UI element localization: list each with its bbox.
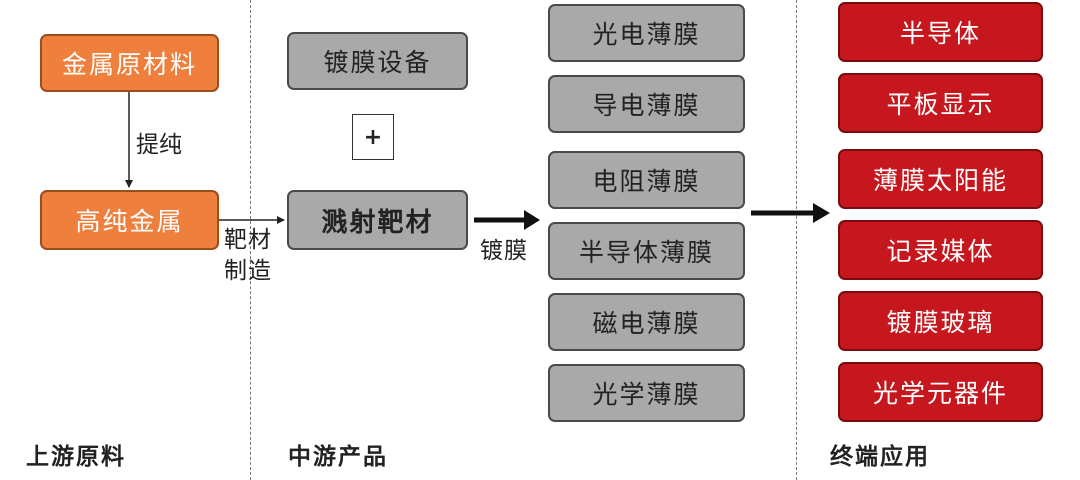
upstream-section-title: 上游原料 bbox=[26, 444, 126, 470]
sputtering-target-box: 溅射靶材 bbox=[287, 190, 468, 250]
purify-label: 提纯 bbox=[136, 132, 182, 158]
app-flat-panel-display: 平板显示 bbox=[838, 73, 1043, 133]
application-arrow-head bbox=[813, 203, 830, 223]
film-photoelectric: 光电薄膜 bbox=[548, 4, 745, 62]
app-optical-components: 光学元器件 bbox=[838, 362, 1043, 422]
film-semiconductor: 半导体薄膜 bbox=[548, 222, 745, 280]
film-magnetoelectric: 磁电薄膜 bbox=[548, 293, 745, 351]
film-conductive: 导电薄膜 bbox=[548, 75, 745, 133]
applications-section-title: 终端应用 bbox=[830, 444, 930, 470]
target-making-label-2: 制造 bbox=[224, 258, 272, 284]
app-thin-film-solar: 薄膜太阳能 bbox=[838, 149, 1043, 209]
app-coated-glass: 镀膜玻璃 bbox=[838, 291, 1043, 351]
midstream-section-title: 中游产品 bbox=[288, 444, 388, 470]
app-recording-media: 记录媒体 bbox=[838, 220, 1043, 280]
coating-label: 镀膜 bbox=[480, 238, 528, 264]
coating-arrow-head bbox=[524, 210, 540, 230]
divider-films-applications bbox=[796, 0, 797, 480]
high-purity-metal-box: 高纯金属 bbox=[40, 190, 219, 250]
plus-sign: + bbox=[352, 114, 394, 160]
target-making-label-1: 靶材 bbox=[224, 227, 272, 253]
film-optical: 光学薄膜 bbox=[548, 364, 745, 422]
coating-equipment-box: 镀膜设备 bbox=[287, 32, 468, 90]
app-semiconductor: 半导体 bbox=[838, 2, 1043, 62]
raw-material-box: 金属原材料 bbox=[40, 34, 219, 92]
divider-upstream-midstream bbox=[250, 0, 251, 480]
film-resistive: 电阻薄膜 bbox=[548, 151, 745, 209]
